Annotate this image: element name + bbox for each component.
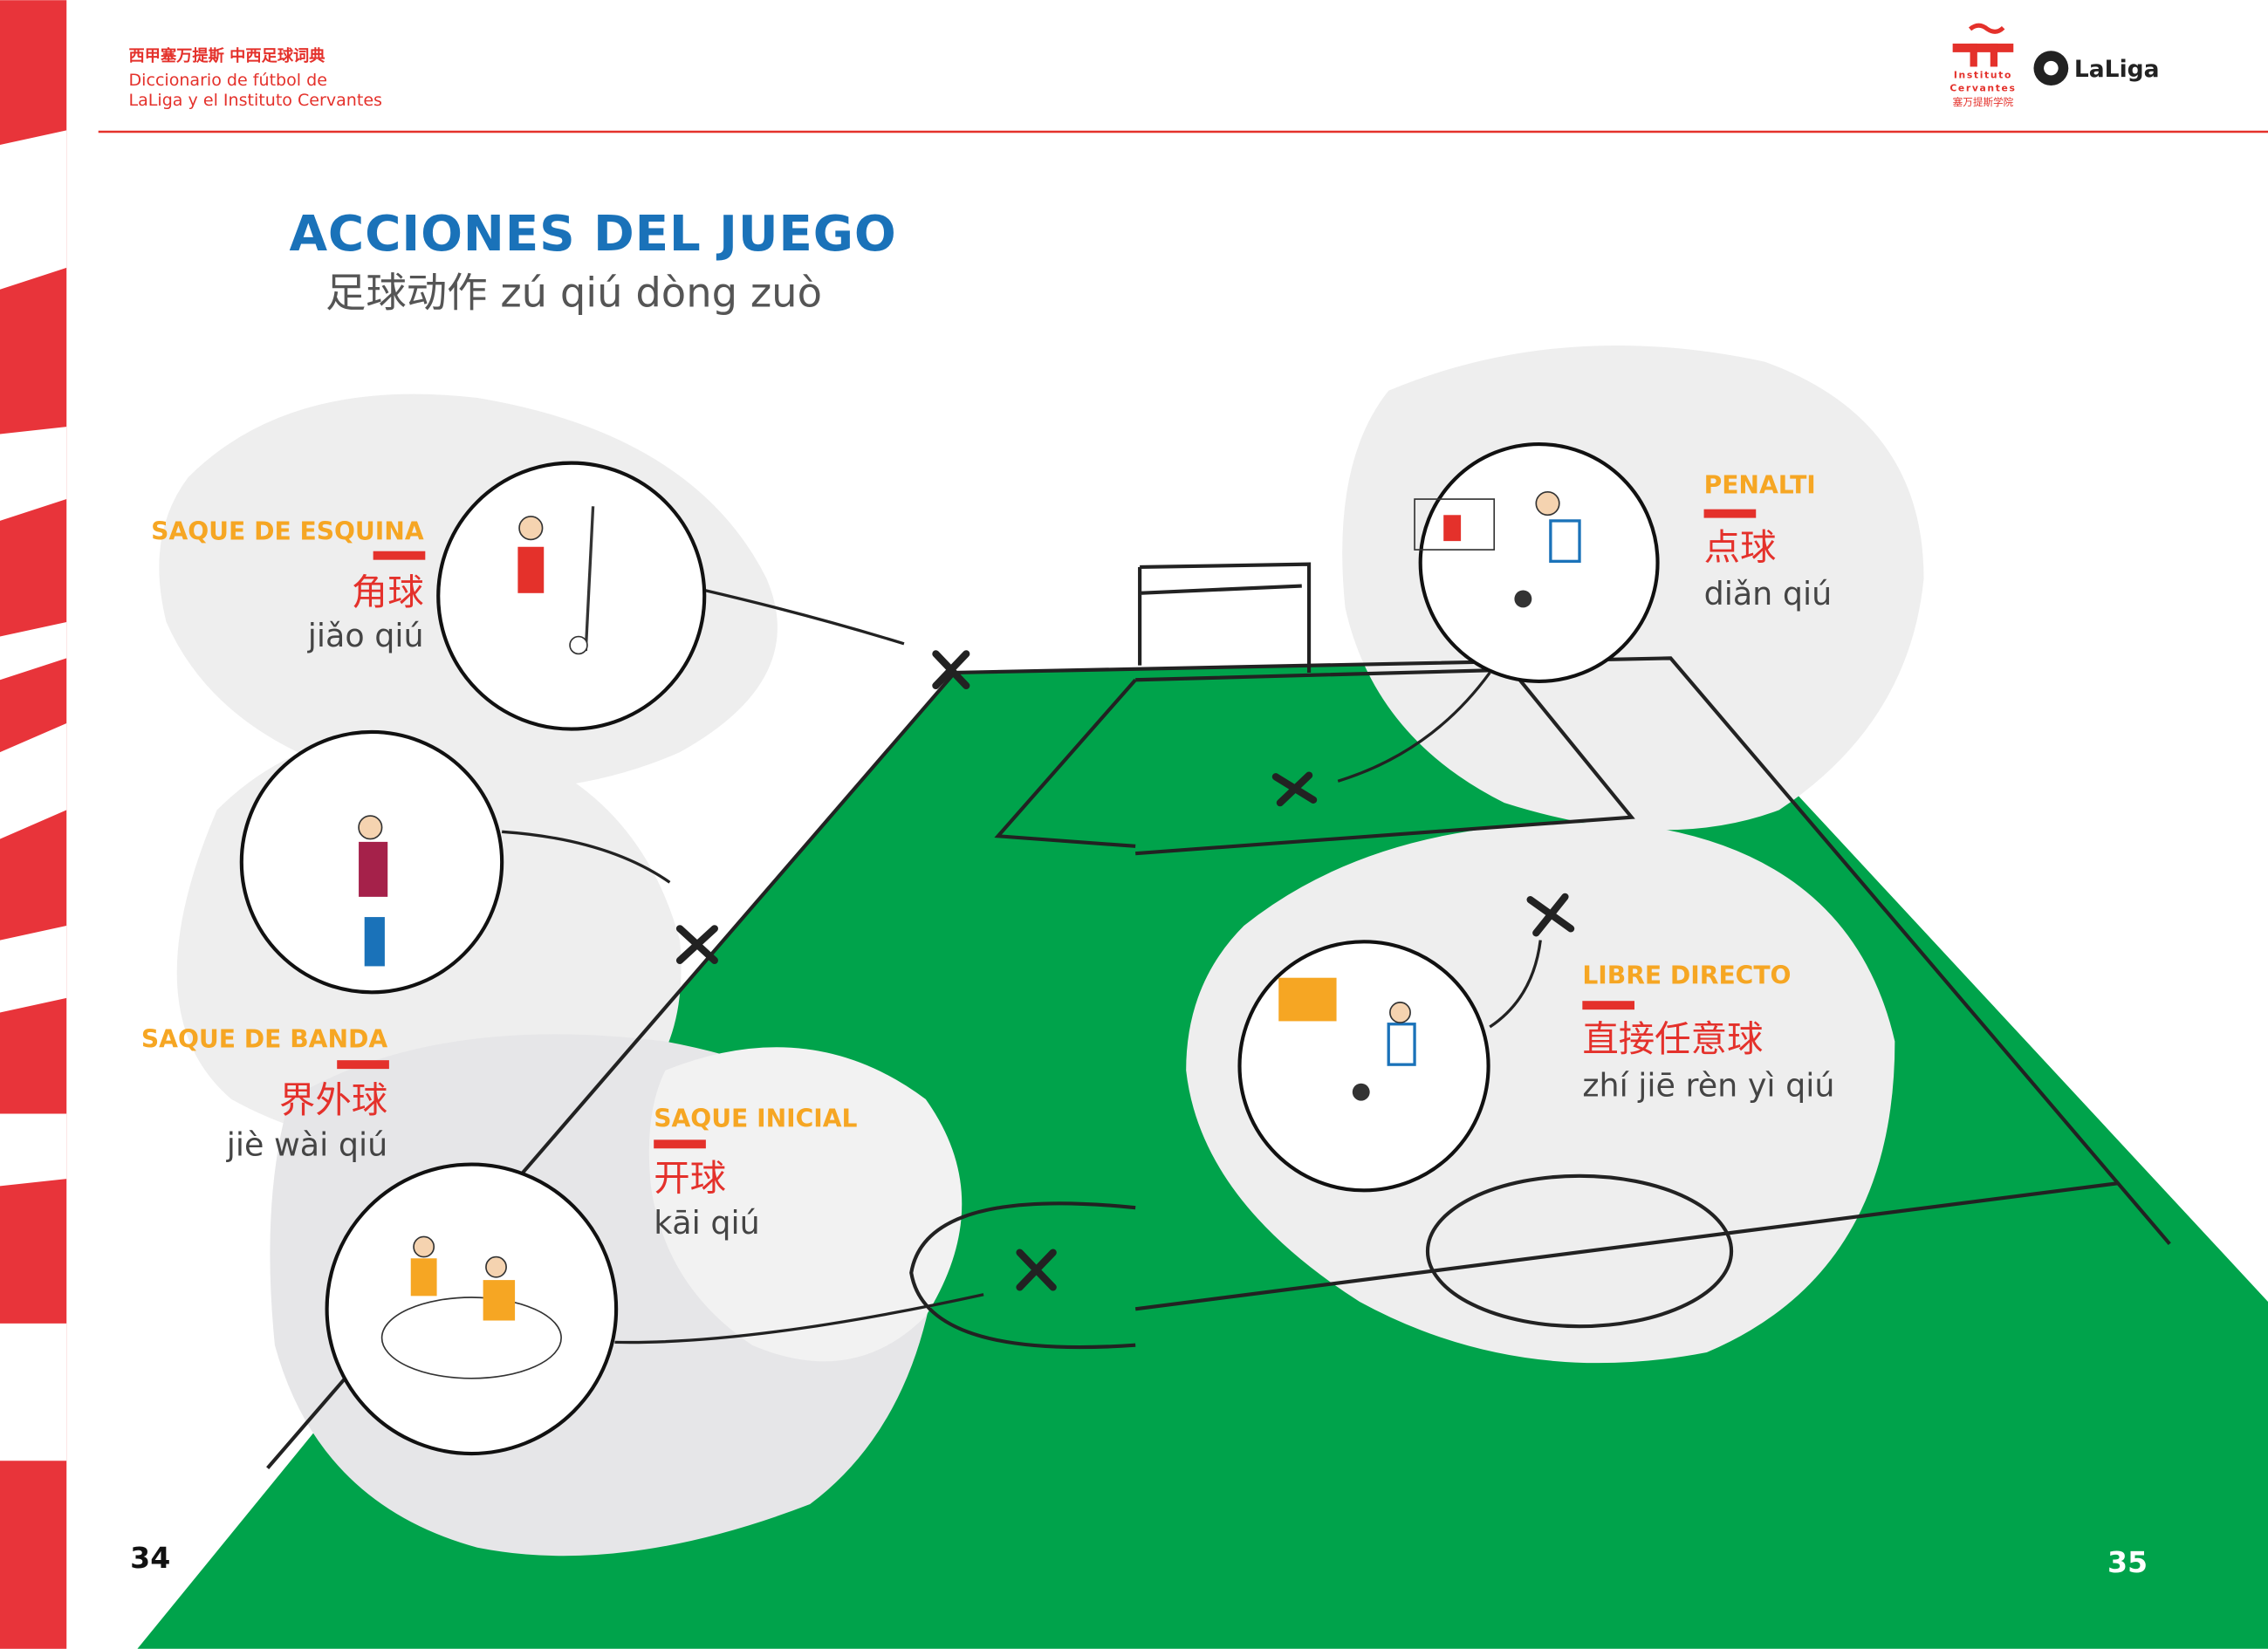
svg-text:角球: 角球 xyxy=(352,571,424,613)
penalty-illustration xyxy=(1414,441,1660,683)
laliga-logo: LaLiga xyxy=(2033,51,2160,86)
corner-kick-illustration xyxy=(436,461,707,731)
header-line1: Diccionario de fútbol de xyxy=(129,71,327,90)
page-subtitle: 足球动作 zú qiú dòng zuò xyxy=(325,270,822,317)
action-corner-kick: SAQUE DE ESQUINA 角球 jiǎo qiú xyxy=(151,517,426,654)
action-penalty: PENALTI 点球 diǎn qiú xyxy=(1703,470,1833,612)
x-markers xyxy=(675,650,1575,1291)
throw-in-illustration xyxy=(239,729,504,995)
header-line2: LaLiga y el Instituto Cervantes xyxy=(129,91,382,110)
action-free-kick: LIBRE DIRECTO 直接任意球 zhí jiē rèn yì qiú xyxy=(1582,961,1835,1105)
header-title-cn: 西甲塞万提斯 中西足球词典 xyxy=(129,46,325,65)
page-number-right: 35 xyxy=(2107,1545,2148,1579)
action-throw-in: SAQUE DE BANDA 界外球 jiè wài qiú xyxy=(141,1024,389,1164)
left-red-stripe xyxy=(0,0,67,1649)
svg-text:jiè wài qiú: jiè wài qiú xyxy=(226,1126,388,1164)
svg-text:LaLiga: LaLiga xyxy=(2074,56,2160,83)
svg-text:界外球: 界外球 xyxy=(279,1079,387,1121)
action-kickoff: SAQUE INICIAL 开球 kāi qiú xyxy=(654,1104,858,1242)
cervantes-logo: Instituto Cervantes 塞万提斯学院 xyxy=(1949,23,2016,108)
kickoff-illustration xyxy=(325,1162,619,1456)
svg-text:SAQUE INICIAL: SAQUE INICIAL xyxy=(654,1104,857,1132)
svg-text:diǎn qiú: diǎn qiú xyxy=(1704,575,1833,612)
svg-text:zhí jiē rèn yì qiú: zhí jiē rèn yì qiú xyxy=(1582,1067,1834,1105)
svg-text:Instituto: Instituto xyxy=(1954,70,2012,81)
svg-text:SAQUE DE ESQUINA: SAQUE DE ESQUINA xyxy=(151,517,424,545)
page-title: ACCIONES DEL JUEGO xyxy=(290,206,897,263)
svg-text:LIBRE DIRECTO: LIBRE DIRECTO xyxy=(1582,961,1791,989)
svg-text:直接任意球: 直接任意球 xyxy=(1582,1018,1763,1060)
page-number-left: 34 xyxy=(130,1541,170,1575)
free-kick-illustration xyxy=(1237,940,1490,1193)
svg-text:jiǎo qiú: jiǎo qiú xyxy=(307,617,424,654)
svg-text:SAQUE DE BANDA: SAQUE DE BANDA xyxy=(141,1024,388,1053)
svg-text:开球: 开球 xyxy=(654,1157,726,1199)
svg-text:PENALTI: PENALTI xyxy=(1704,470,1816,499)
svg-text:塞万提斯学院: 塞万提斯学院 xyxy=(1953,96,2014,108)
svg-text:点球: 点球 xyxy=(1704,527,1777,569)
svg-text:kāi qiú: kāi qiú xyxy=(654,1204,760,1242)
svg-text:Cervantes: Cervantes xyxy=(1949,83,2016,94)
